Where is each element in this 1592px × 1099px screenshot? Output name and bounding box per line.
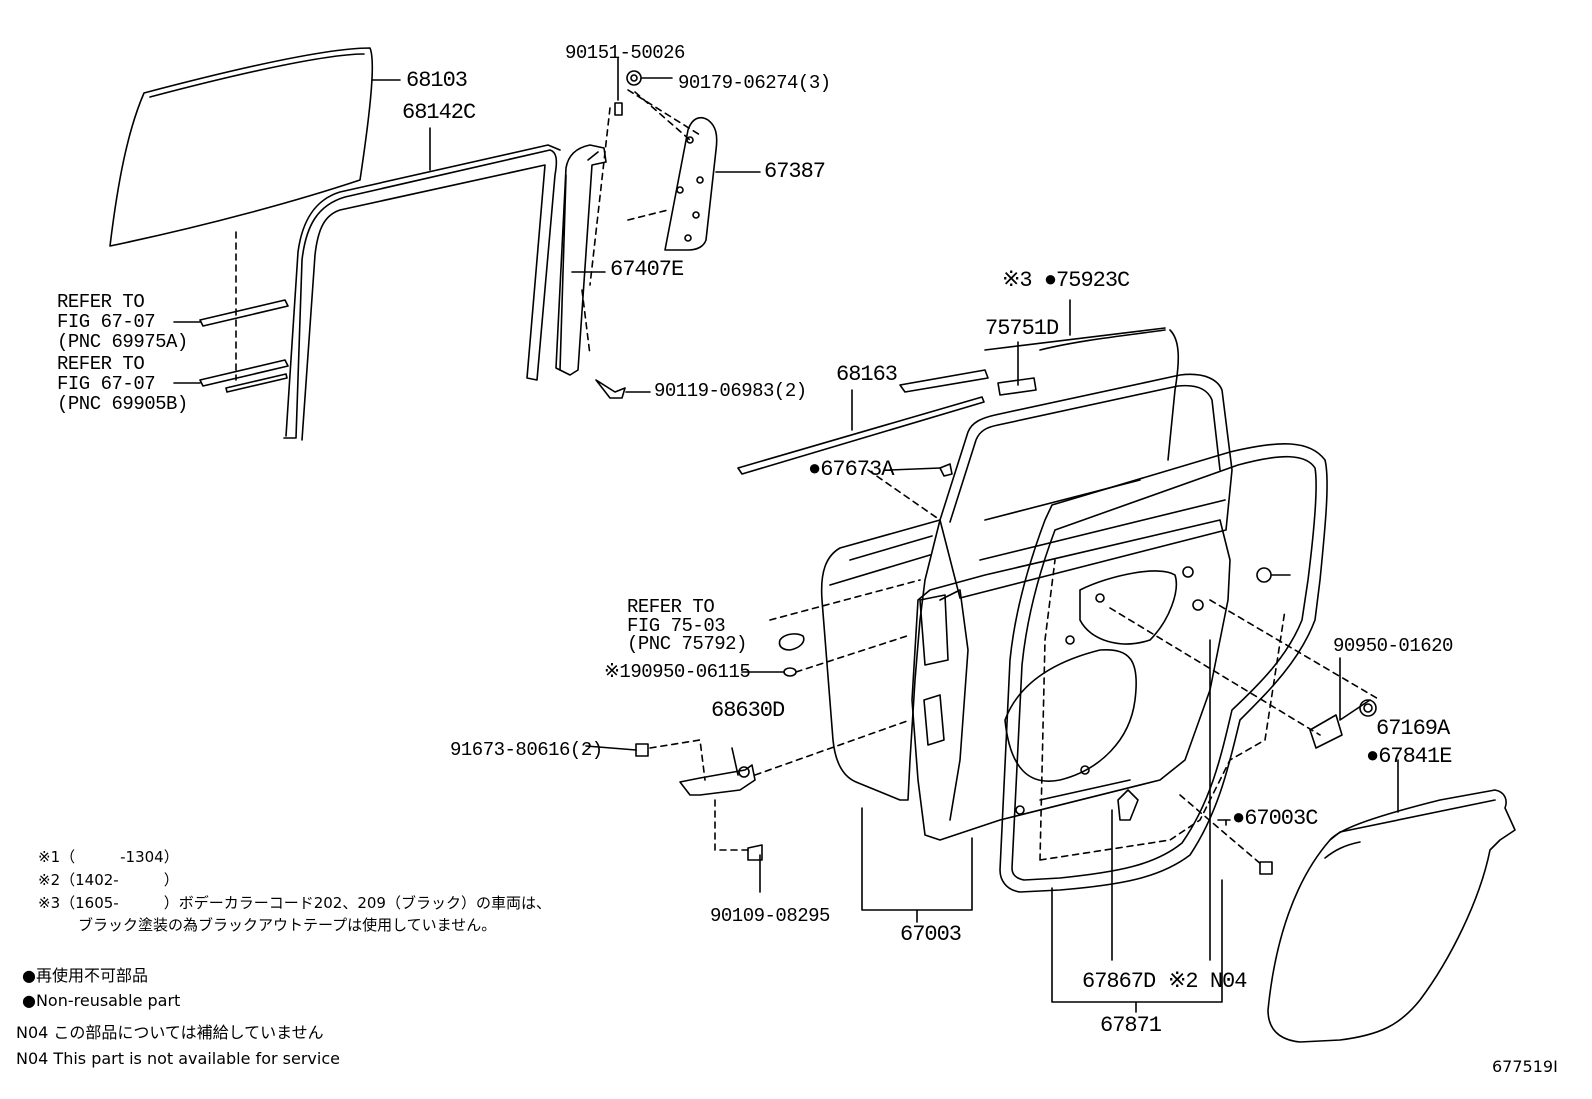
window-glass-drawing xyxy=(109,47,374,247)
label-67003[interactable]: 67003 xyxy=(900,922,962,947)
label-67867D[interactable]: 67867D xyxy=(1082,969,1156,994)
run-channel-drawing xyxy=(283,144,561,441)
refer-line: REFER TO xyxy=(57,353,145,375)
refer-line: FIG 67-07 xyxy=(57,373,156,395)
refer-line: (PNC 75792) xyxy=(627,633,747,655)
note-2: ※2（1402- ） xyxy=(38,871,179,889)
legend-n04-en: N04 This part is not available for servi… xyxy=(16,1049,340,1068)
label-90109-08295[interactable]: 90109-08295 xyxy=(710,905,830,927)
door-inner-panel-drawing xyxy=(911,519,1231,841)
refer-line: (PNC 69975A) xyxy=(57,331,188,353)
label-67387[interactable]: 67387 xyxy=(764,159,826,184)
label-68142C[interactable]: 68142C xyxy=(402,100,476,125)
refer-line: FIG 67-07 xyxy=(57,311,156,333)
label-67003C[interactable]: ●67003C xyxy=(1232,806,1318,831)
label-90179-06274[interactable]: 90179-06274(3) xyxy=(678,72,831,94)
trim-panel-drawing xyxy=(1267,789,1516,1043)
leader-lines xyxy=(371,79,1399,961)
note-1: ※1（ -1304） xyxy=(38,848,179,866)
door-frame-drawing xyxy=(737,327,1233,599)
label-67841E[interactable]: ●67841E xyxy=(1366,744,1452,769)
note-3: ※3（1605- ）ボデーカラーコード202、209（ブラック）の車両は、 xyxy=(38,894,551,912)
legend-nonreusable-en: ●Non-reusable part xyxy=(22,991,181,1010)
label-75751D[interactable]: 75751D xyxy=(985,316,1059,341)
refer-line: FIG 75-03 xyxy=(627,615,726,637)
belt-moulding-drawings xyxy=(173,231,289,393)
legend-nonreusable-jp: ●再使用不可部品 xyxy=(22,966,148,985)
refer-line: REFER TO xyxy=(627,596,715,618)
label-90119-06983[interactable]: 90119-06983(2) xyxy=(654,380,807,402)
label-90151-50026[interactable]: 90151-50026 xyxy=(565,42,685,64)
label-68103[interactable]: 68103 xyxy=(406,68,468,93)
refer-line: REFER TO xyxy=(57,291,145,313)
label-68630D[interactable]: 68630D xyxy=(711,698,785,723)
label-90950-06115[interactable]: ※190950-06115 xyxy=(604,661,751,683)
label-91673-80616[interactable]: 91673-80616(2) xyxy=(450,739,603,761)
note-3-cont: ブラック塗装の為ブラックアウトテープは使用していません。 xyxy=(78,916,497,934)
label-67871[interactable]: 67871 xyxy=(1100,1013,1162,1038)
weatherstrip-drawing xyxy=(999,443,1328,893)
division-bar-drawing xyxy=(555,144,607,376)
label-90950-01620[interactable]: 90950-01620 xyxy=(1333,635,1453,657)
label-67169A[interactable]: 67169A xyxy=(1376,716,1450,741)
small-parts-right xyxy=(1109,567,1381,875)
label-n04[interactable]: ※2 N04 xyxy=(1168,969,1247,994)
bracket-lines xyxy=(861,639,1223,1013)
door-check-drawing xyxy=(585,469,941,893)
label-68163[interactable]: 68163 xyxy=(836,362,898,387)
label-67673A[interactable]: ●67673A xyxy=(808,457,894,482)
fastener-drawings-top xyxy=(581,57,673,399)
door-outer-panel-drawing xyxy=(820,519,941,801)
label-67407E[interactable]: 67407E xyxy=(610,257,684,282)
label-75923C[interactable]: ※3 ●75923C xyxy=(1002,268,1130,293)
garnish-cover-drawing xyxy=(627,89,718,251)
figure-id: 677519I xyxy=(1492,1057,1558,1076)
legend-n04-jp: N04 この部品については補給していません xyxy=(16,1023,324,1042)
refer-line: (PNC 69905B) xyxy=(57,393,188,415)
